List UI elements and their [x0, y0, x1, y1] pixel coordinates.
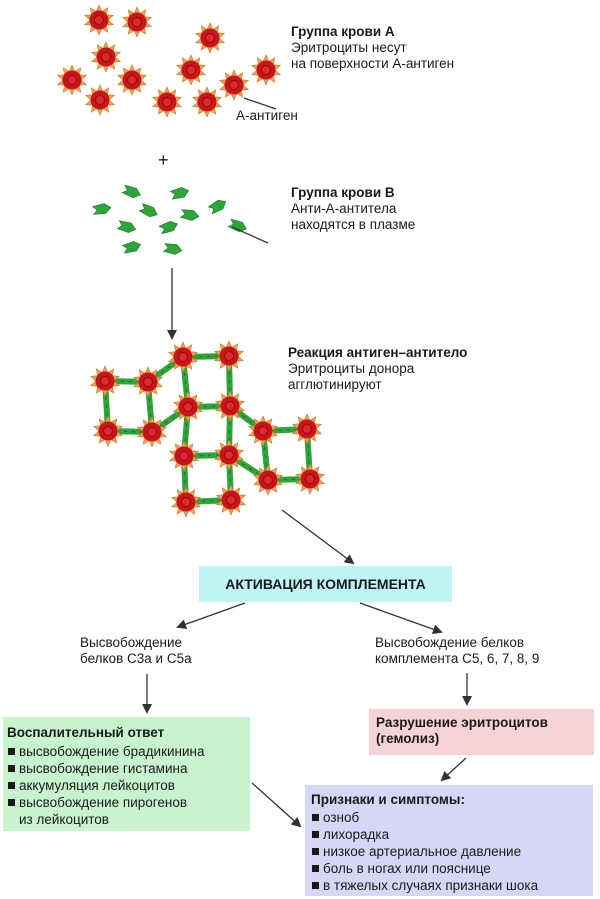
antibody [138, 203, 158, 218]
group-a-line1: Эритроциты несут [291, 40, 407, 55]
plus-sign: + [158, 150, 169, 170]
symptom-item: в тяжелых случаях признаки шока [311, 877, 587, 894]
agglutinated-cell [172, 391, 204, 423]
antibody [121, 184, 141, 199]
agglutinated-cell [252, 464, 284, 496]
antigen-pointer-line [243, 97, 277, 110]
group-a-line2: на поверхности А-антиген [291, 56, 455, 71]
agglutinated-cell [213, 439, 245, 471]
red-blood-cell [116, 64, 148, 96]
reaction-line2: агглютинируют [288, 377, 382, 392]
hemolysis-line1: Разрушение эритроцитов [376, 715, 548, 730]
agglutinated-cell [214, 390, 246, 422]
plasma-pointer-line [231, 226, 269, 244]
free-antibodies [91, 184, 247, 255]
release-right-line1: Высвобождение белков [375, 635, 525, 650]
agglutinated-cell [294, 463, 326, 495]
antibody [207, 199, 227, 215]
group-b-line2: находятся в плазме [291, 217, 416, 232]
red-blood-cell [121, 6, 153, 38]
inflammation-to-symptoms-arrow [251, 782, 302, 828]
antibody [169, 187, 190, 200]
red-blood-cell [56, 64, 88, 96]
red-blood-cell [194, 22, 226, 54]
group-a-title: Группа крови А [291, 24, 395, 39]
release-left-line1: Высвобождение [80, 635, 182, 650]
group-b-caption: Группа крови В Анти-А-антитела находятся… [291, 185, 415, 233]
complement-activation-box: АКТИВАЦИЯ КОМПЛЕМЕНТА [199, 566, 452, 602]
antibody [179, 209, 200, 221]
red-blood-cell [175, 54, 207, 86]
inflammation-list: высвобождение брадикинина высвобождение … [7, 743, 244, 828]
red-blood-cell [218, 69, 250, 101]
inflammation-item: высвобождение гистамина [7, 760, 244, 777]
reaction-title: Реакция антиген–антитело [288, 345, 468, 360]
reaction-line1: Эритроциты донора [288, 361, 415, 376]
symptom-item: боль в ногах или пояснице [311, 860, 587, 877]
agglutinated-cell [136, 416, 168, 448]
red-blood-cell [83, 4, 115, 36]
symptom-item: лихорадка [311, 826, 587, 843]
to-right-release-arrow [359, 602, 443, 635]
antigen-label: А-антиген [236, 108, 298, 123]
symptom-item: озноб [311, 809, 587, 826]
red-blood-cell [90, 41, 122, 73]
agglutinated-cell [247, 415, 279, 447]
agglutinated-cell [170, 486, 202, 518]
hemolysis-to-symptoms-arrow [440, 757, 467, 782]
agglutinated-cell [92, 415, 124, 447]
antibody [91, 203, 112, 215]
release-right-caption: Высвобождение белков комплемента С5, 6, … [375, 635, 539, 667]
red-blood-cell [250, 54, 282, 86]
agglutinated-cell [215, 484, 247, 516]
inflammation-item: высвобождение пирогенов [7, 794, 244, 811]
red-blood-cell [151, 86, 183, 118]
antibody [162, 243, 183, 255]
to-complement-arrow [281, 509, 355, 565]
agglutinated-cell [132, 366, 164, 398]
symptom-item: низкое артериальное давление [311, 843, 587, 860]
hemolysis-box: Разрушение эритроцитов (гемолиз) [369, 709, 594, 755]
reaction-caption: Реакция антиген–антитело Эритроциты доно… [288, 345, 467, 393]
symptoms-title: Признаки и симптомы: [311, 792, 465, 807]
release-left-caption: Высвобождение белков С3а и С5а [80, 635, 192, 667]
agglutinated-cell [89, 365, 121, 397]
to-left-release-arrow [176, 602, 246, 630]
symptoms-box: Признаки и симптомы: озноб лихорадка низ… [305, 785, 593, 896]
antibody [158, 220, 178, 235]
red-blood-cells [56, 4, 326, 518]
agglutinated-cell [213, 340, 245, 372]
inflammation-item: аккумуляция лейкоцитов [7, 777, 244, 794]
flow-arrows [142, 97, 472, 828]
release-left-line2: белков С3а и С5а [80, 651, 192, 666]
inflammation-title: Воспалительный ответ [7, 725, 165, 740]
release-right-line2: комплемента С5, 6, 7, 8, 9 [375, 651, 540, 666]
red-blood-cell [191, 86, 223, 118]
hemolysis-line2: (гемолиз) [376, 731, 440, 746]
agglutinated-cell [168, 440, 200, 472]
inflammation-item-continuation: из лейкоцитов [19, 812, 109, 827]
group-b-line1: Анти-А-антитела [291, 201, 397, 216]
group-a-caption: Группа крови А Эритроциты несут на повер… [291, 24, 454, 72]
agglutinated-cell [291, 413, 323, 445]
antibody [227, 218, 247, 233]
symptoms-list: озноб лихорадка низкое артериальное давл… [311, 809, 587, 894]
antibody [121, 241, 142, 254]
inflammation-box: Воспалительный ответ высвобождение бради… [3, 717, 250, 831]
antibody [116, 220, 137, 233]
complement-activation-label: АКТИВАЦИЯ КОМПЛЕМЕНТА [225, 576, 426, 592]
red-blood-cell [84, 84, 116, 116]
inflammation-item: высвобождение брадикинина [7, 743, 244, 760]
group-b-title: Группа крови В [291, 185, 395, 200]
agglutinated-cell [167, 341, 199, 373]
